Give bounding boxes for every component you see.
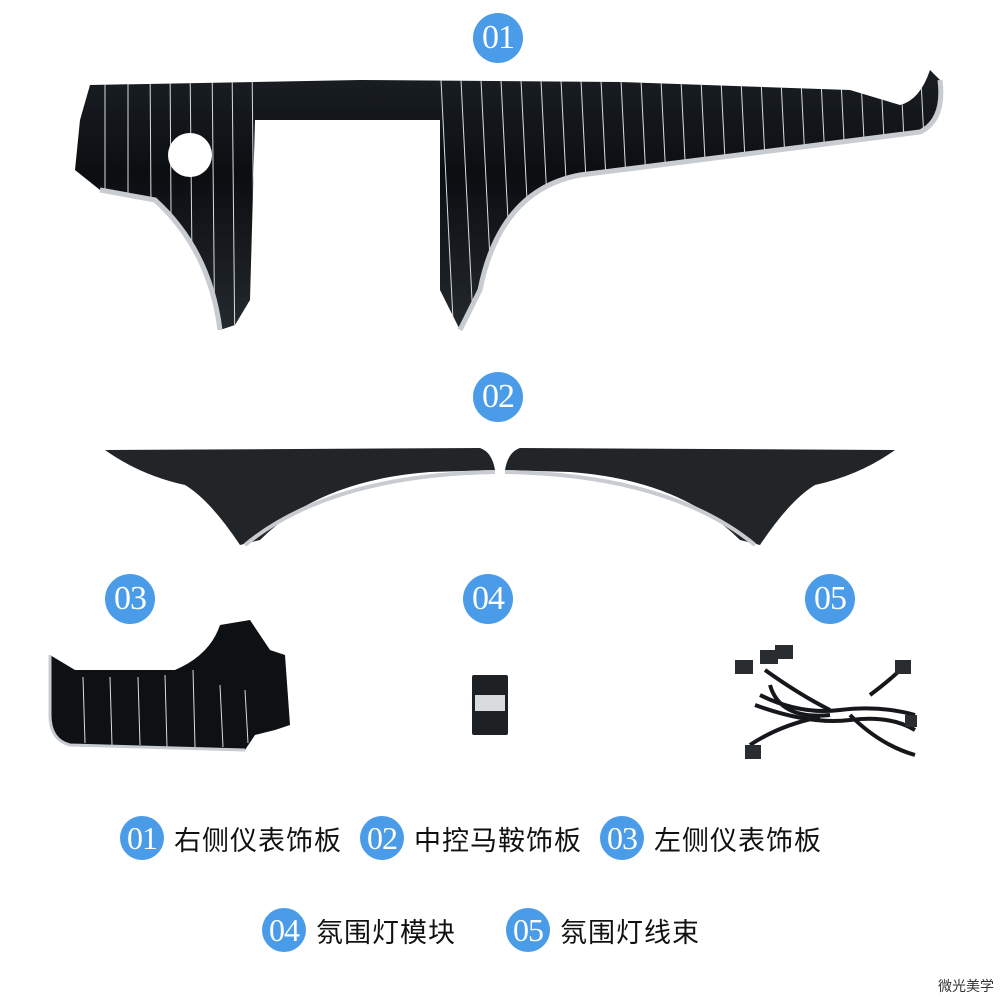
part-badge-03: 03 — [105, 574, 155, 624]
center-saddle-trim-image — [105, 448, 895, 547]
legend-item-03: 03 左侧仪表饰板 — [600, 816, 822, 860]
wiring-harness-image — [735, 645, 917, 759]
legend-badge-04: 04 — [262, 908, 306, 952]
part-badge-02: 02 — [473, 372, 523, 422]
legend-label-02: 中控马鞍饰板 — [414, 825, 582, 857]
part-badge-05: 05 — [805, 574, 855, 624]
part-badge-01: 01 — [473, 13, 523, 63]
dashboard-trim-panel-image — [75, 70, 944, 332]
legend-item-05: 05 氛围灯线束 — [506, 908, 700, 952]
legend-label-01: 右侧仪表饰板 — [174, 825, 342, 857]
legend-badge-05: 05 — [506, 908, 550, 952]
part-badge-04: 04 — [463, 574, 513, 624]
legend-label-03: 左侧仪表饰板 — [654, 825, 822, 857]
legend-item-04: 04 氛围灯模块 — [262, 908, 456, 952]
legend-badge-02: 02 — [360, 816, 404, 860]
ambient-light-module-image — [472, 675, 508, 735]
legend-item-02: 02 中控马鞍饰板 — [360, 816, 582, 860]
legend-label-05: 氛围灯线束 — [560, 917, 700, 949]
legend-item-01: 01 右侧仪表饰板 — [120, 816, 342, 860]
legend-badge-03: 03 — [600, 816, 644, 860]
legend-label-04: 氛围灯模块 — [316, 917, 456, 949]
watermark: 微光美学 — [938, 979, 994, 995]
module-label — [475, 695, 505, 711]
legend-badge-01: 01 — [120, 816, 164, 860]
legend-row-1: 01 右侧仪表饰板 02 中控马鞍饰板 03 左侧仪表饰板 — [120, 816, 840, 860]
left-dashboard-trim-image — [48, 620, 290, 752]
legend-row-2: 04 氛围灯模块 05 氛围灯线束 — [262, 908, 718, 952]
